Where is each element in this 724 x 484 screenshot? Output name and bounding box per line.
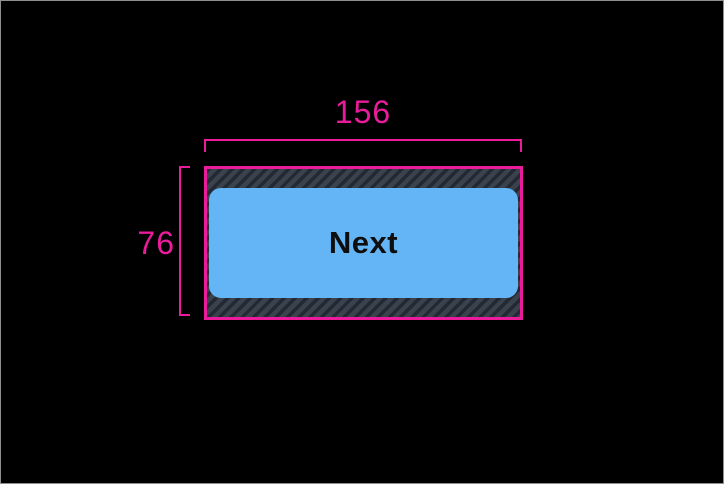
height-dimension-tick-top bbox=[179, 166, 190, 168]
width-dimension-tick-right bbox=[520, 139, 522, 152]
touch-target-bounds: Next bbox=[204, 166, 523, 320]
width-dimension-line bbox=[204, 139, 522, 152]
width-dimension-tick-left bbox=[204, 139, 206, 152]
next-button[interactable]: Next bbox=[209, 188, 518, 298]
height-dimension-line bbox=[179, 166, 190, 316]
width-dimension-label: 156 bbox=[334, 94, 392, 130]
height-dimension-label: 76 bbox=[137, 225, 175, 261]
height-dimension-tick-bottom bbox=[179, 314, 190, 316]
